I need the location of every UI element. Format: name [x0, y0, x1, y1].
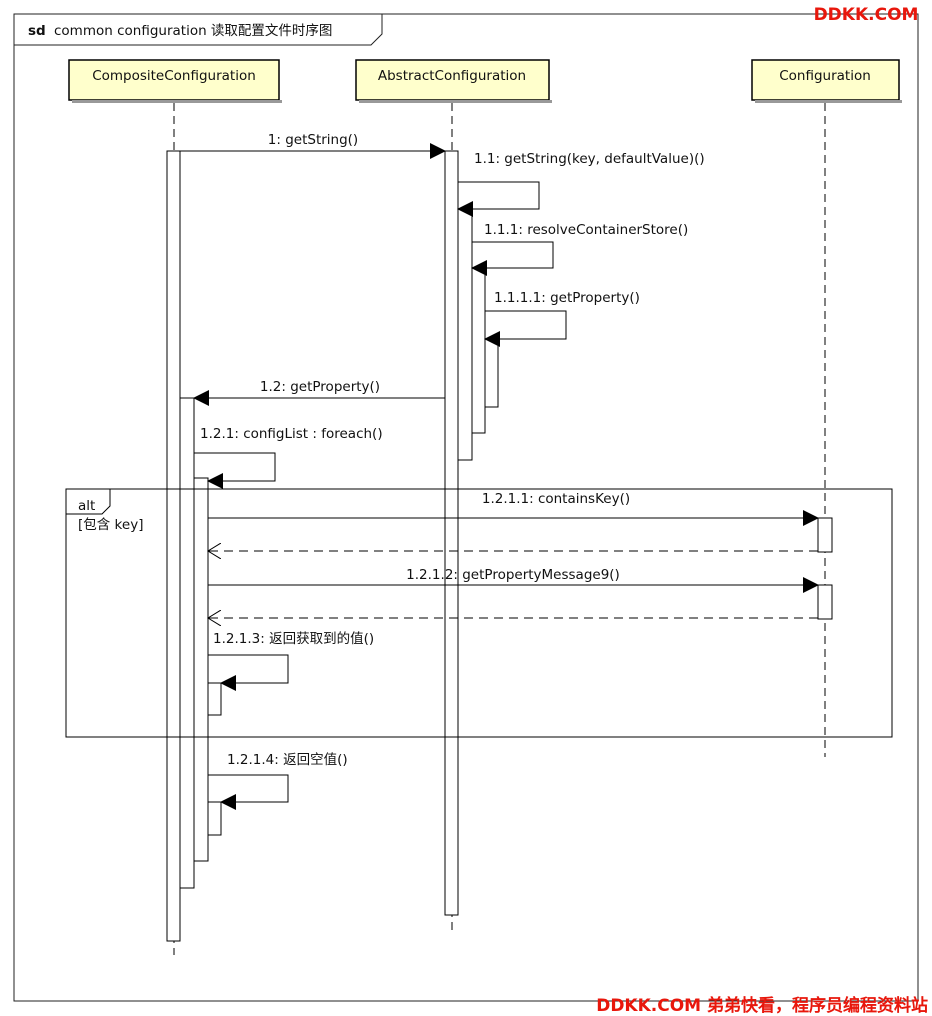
diagram-frame: [13, 13, 919, 1002]
alt-fragment: [65, 488, 893, 738]
message-label: 1.1.1.1: getProperty(): [494, 290, 640, 306]
alt-operator: alt: [78, 498, 95, 514]
message-label: 1.1: getString(key, defaultValue)(): [474, 151, 705, 167]
message-label: 1.2.1.1: containsKey(): [482, 491, 630, 507]
activation-bar: [193, 477, 209, 862]
frame-title: sd common configuration 读取配置文件时序图: [28, 23, 332, 39]
activation-bar: [817, 584, 833, 620]
activation-bar: [471, 267, 486, 434]
frame-title-tab: [14, 14, 383, 46]
participant-composite-shadow: [72, 100, 282, 103]
self-message-arrow: [194, 452, 276, 489]
frame-keyword: sd: [28, 23, 46, 39]
self-message-arrow: [471, 241, 554, 276]
activation-bar: [484, 338, 499, 408]
activation-bar: [166, 150, 181, 942]
message-label: 1.2.1.4: 返回空值(): [227, 752, 348, 768]
activation-bar: [179, 397, 195, 889]
frame-title-text: common configuration 读取配置文件时序图: [54, 23, 332, 39]
participant-abstract-box[interactable]: [355, 59, 550, 101]
participant-configuration-shadow: [755, 100, 902, 103]
alt-fragment-tab: [66, 489, 111, 515]
message-label: 1.2.1.3: 返回获取到的值(): [213, 631, 374, 647]
watermark-bottom[interactable]: DDKK.COM 弟弟快看，程序员编程资料站: [596, 996, 928, 1016]
self-message-arrow: [208, 774, 289, 810]
message-label: 1.1.1: resolveContainerStore(): [484, 222, 688, 238]
participant-abstract-label: AbstractConfiguration: [378, 68, 526, 84]
participant-abstract-shadow: [359, 100, 552, 103]
activation-bar: [817, 517, 833, 553]
activation-bar: [444, 150, 459, 916]
message-label: 1.2.1: configList : foreach(): [200, 426, 383, 442]
self-message-arrow: [457, 181, 540, 217]
participant-configuration-label: Configuration: [779, 68, 871, 84]
activation-bar: [457, 208, 473, 461]
message-label: 1.2: getProperty(): [260, 379, 380, 395]
participant-composite-label: CompositeConfiguration: [92, 68, 256, 84]
self-message-arrow: [484, 310, 567, 347]
message-label: 1: getString(): [268, 132, 358, 148]
activation-bar: [207, 682, 222, 716]
alt-guard: [包含 key]: [78, 517, 143, 533]
watermark-top[interactable]: DDKK.COM: [813, 5, 919, 25]
self-message-arrow: [208, 654, 289, 691]
message-label: 1.2.1.2: getPropertyMessage9(): [406, 567, 620, 583]
activation-bar: [207, 801, 222, 836]
